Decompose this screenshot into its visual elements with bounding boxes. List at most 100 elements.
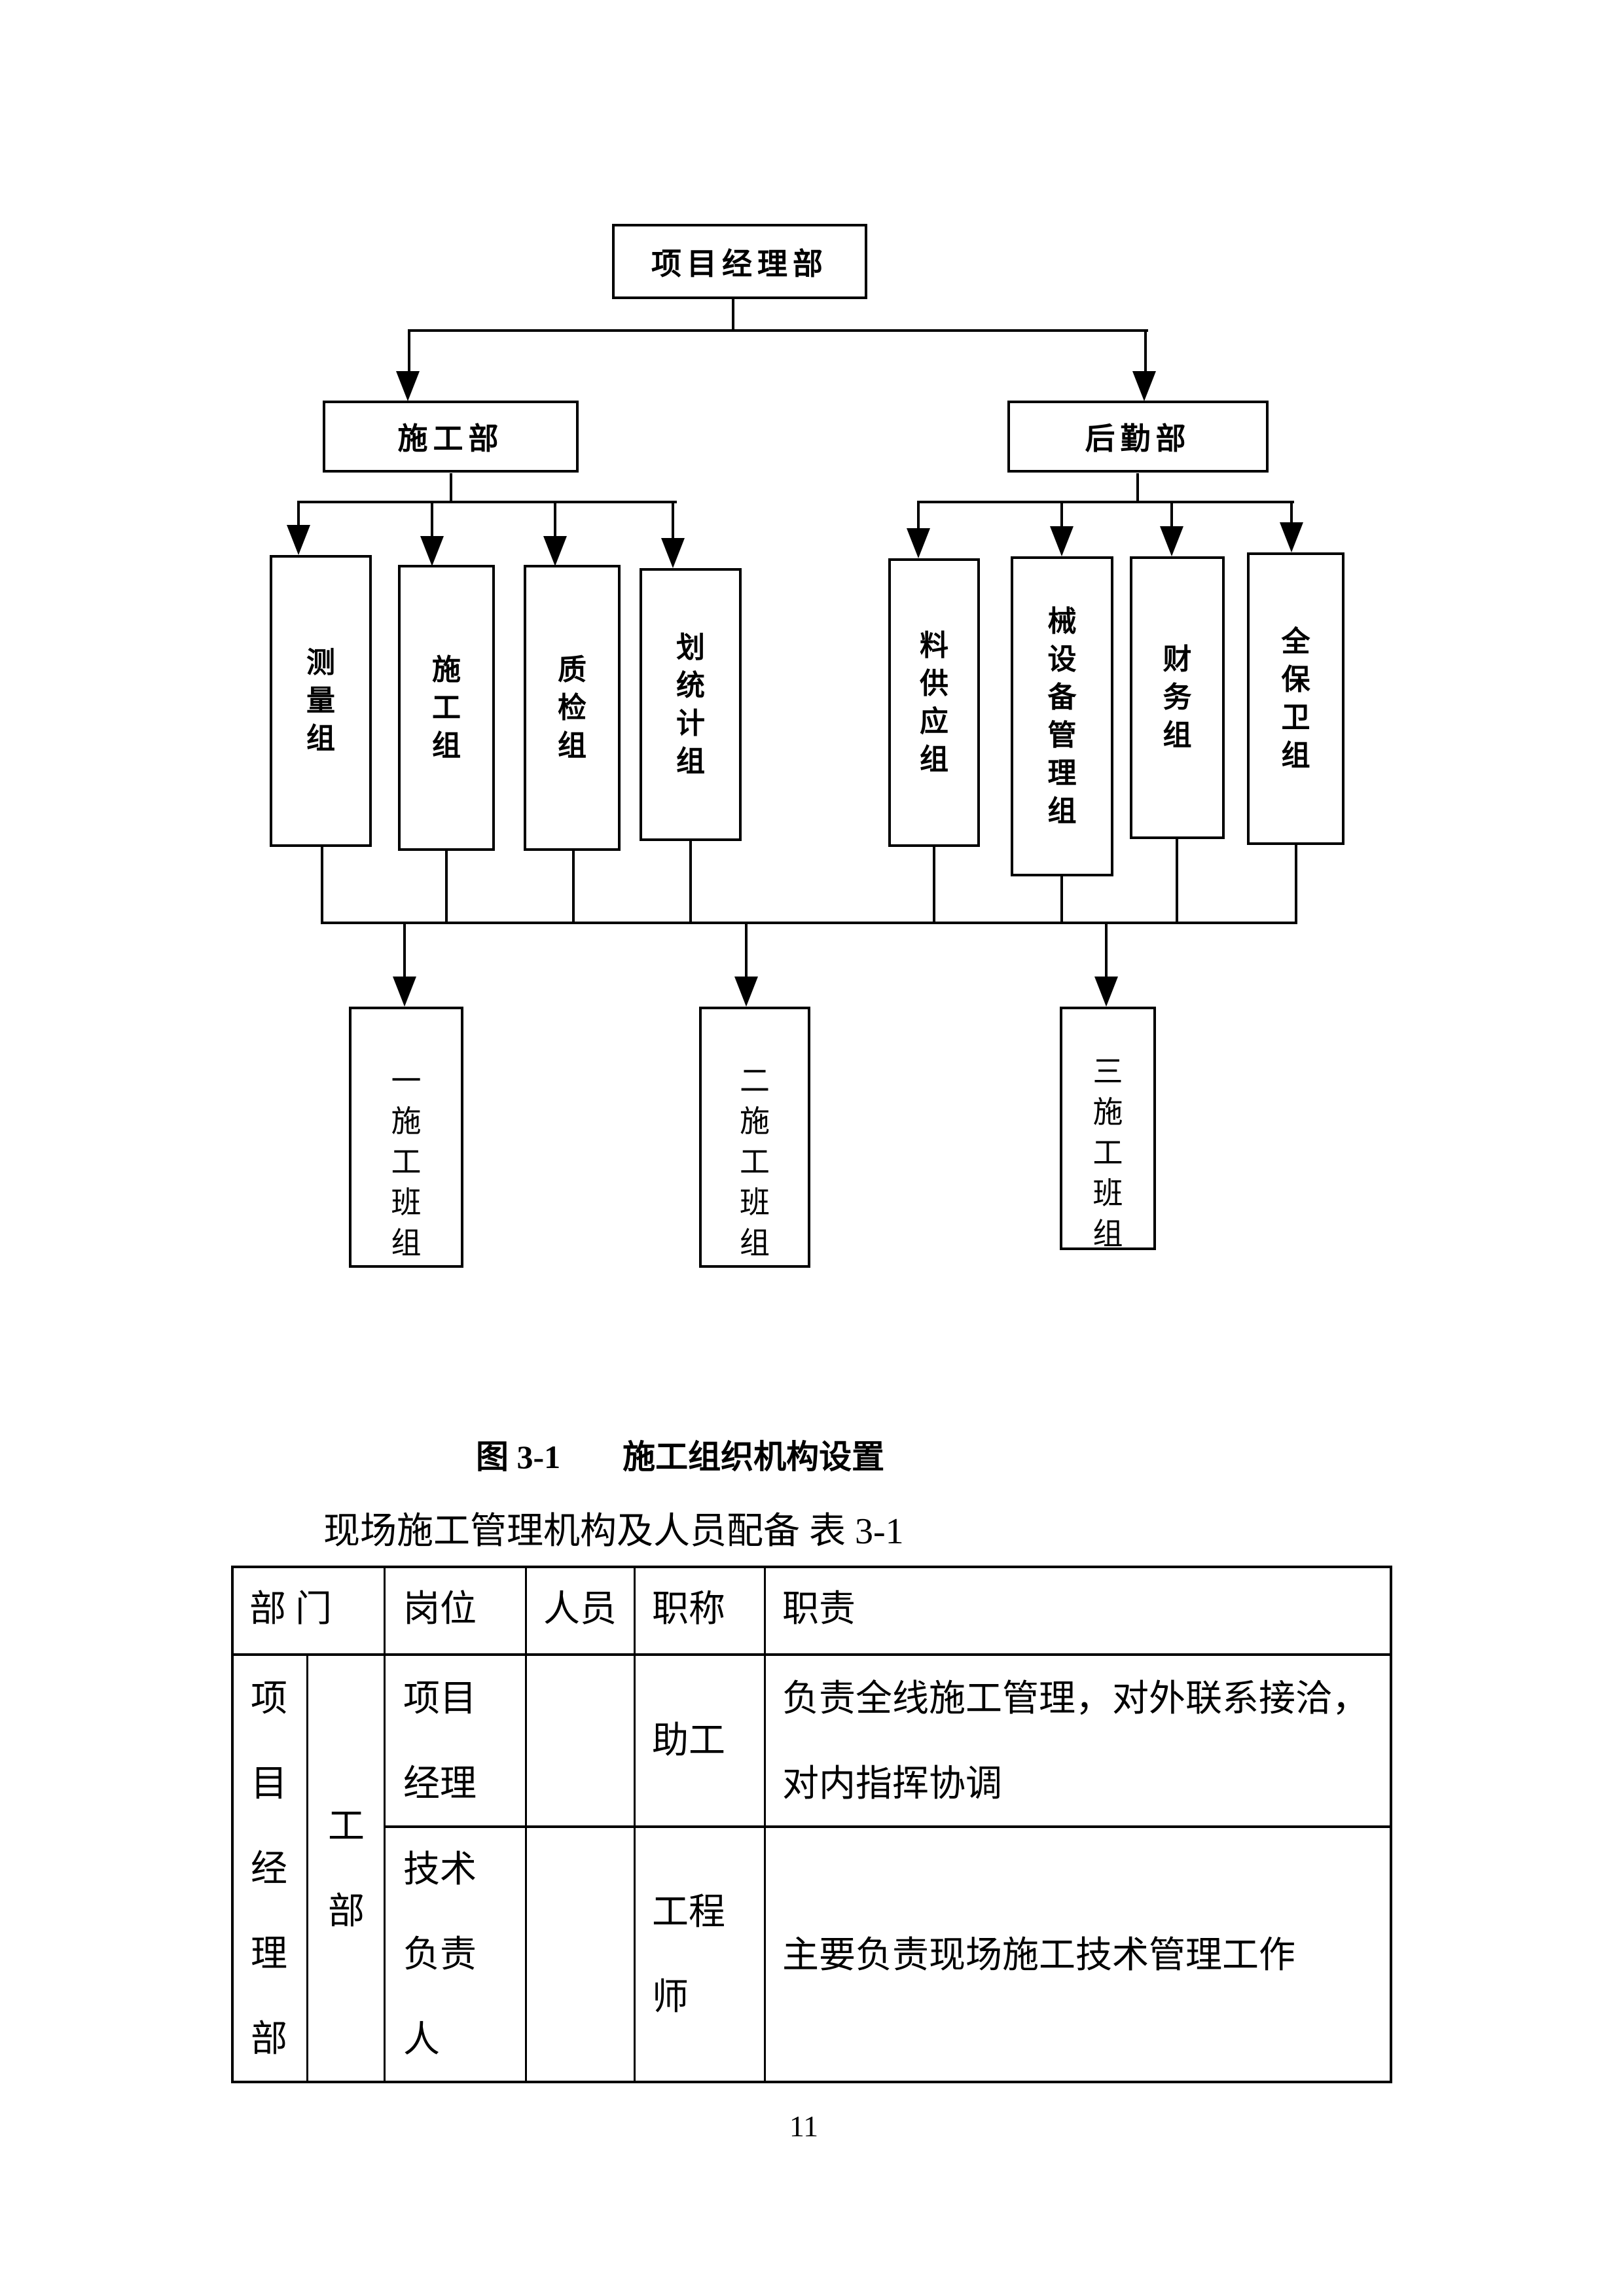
arrow-down-icon: [1094, 977, 1118, 1007]
node-label: 质检组: [558, 653, 586, 762]
connector-line: [917, 503, 920, 531]
connector-line: [572, 848, 575, 924]
connector-line: [1290, 503, 1293, 525]
connector-line: [297, 503, 300, 526]
table-grid-line: [764, 1566, 766, 2083]
connector-line: [933, 844, 935, 924]
header-department: 部 门: [249, 1589, 332, 1630]
connector-line: [450, 473, 452, 502]
node-security-group: 全保卫组: [1247, 552, 1344, 845]
node-quality-inspection-group: 质检组: [524, 565, 621, 851]
node-label: 料供应组: [920, 629, 948, 776]
node-finance-group: 财务组: [1130, 556, 1225, 839]
arrow-down-icon: [661, 538, 685, 568]
node-label: 后勤部: [1085, 422, 1191, 456]
arrow-down-icon: [1280, 522, 1303, 552]
cell-line: 人: [403, 2020, 440, 2060]
node-project-manager-dept: 项目经理部: [612, 224, 867, 299]
node-label: 施工组: [432, 653, 461, 762]
connector-line: [672, 503, 674, 539]
node-logistics-dept: 后勤部: [1007, 401, 1269, 473]
cell-line: 技术: [403, 1850, 477, 1890]
intro-text: 现场施工管理机构及人员配备 表 3-1: [323, 1511, 904, 1552]
node-label: 一施工班组: [391, 1064, 422, 1260]
arrow-down-icon: [543, 536, 567, 566]
table-border: [231, 1566, 1392, 2083]
node-planning-statistics-group: 划统计组: [640, 568, 742, 841]
node-label: 财务组: [1163, 643, 1192, 751]
arrow-down-icon: [1050, 526, 1074, 556]
connector-line: [1170, 503, 1173, 529]
table-grid-line: [634, 1566, 636, 2083]
node-crew-2: 二施工班组: [699, 1007, 810, 1268]
node-label: 施工部: [397, 422, 504, 456]
connector-line: [554, 503, 556, 537]
connector-line: [403, 924, 406, 978]
cell-line: 工程: [652, 1892, 725, 1933]
connector-line: [321, 922, 1297, 924]
connector-line: [1176, 836, 1178, 924]
connector-line: [431, 503, 433, 537]
cell-department-sub: 工部: [328, 1806, 365, 1932]
node-crew-1: 一施工班组: [349, 1007, 463, 1268]
page-number: 11: [789, 2109, 819, 2143]
cell-duty-row2: 主要负责现场施工技术管理工作: [782, 1935, 1295, 1976]
connector-line: [408, 332, 410, 372]
cell-title-row1: 助工: [652, 1721, 725, 1761]
cell-title-row2: 工程 师: [652, 1870, 725, 2040]
cell-line: 负责: [403, 1935, 477, 1975]
table-grid-line: [231, 1653, 1392, 1656]
cell-post-row2: 技术 负责 人: [403, 1827, 477, 2083]
arrow-down-icon: [287, 525, 310, 555]
header-personnel: 人员: [543, 1589, 617, 1630]
connector-line: [1144, 332, 1147, 372]
cell-line: 项目: [403, 1679, 477, 1719]
cell-line: 对内指挥协调: [782, 1764, 1002, 1804]
cell-line: 师: [652, 1977, 689, 2018]
connector-line: [408, 329, 1148, 332]
node-crew-3: 三施工班组: [1060, 1007, 1156, 1251]
arrow-down-icon: [734, 977, 758, 1007]
node-label: 械设备管理组: [1047, 605, 1077, 827]
connector-line: [1295, 842, 1297, 924]
connector-line: [745, 924, 748, 978]
header-post: 岗位: [403, 1589, 477, 1630]
arrow-down-icon: [907, 528, 930, 558]
arrow-down-icon: [1160, 526, 1183, 556]
connector-line: [732, 299, 734, 331]
table-grid-line: [384, 1566, 386, 2083]
connector-line: [445, 848, 448, 924]
node-label: 三施工班组: [1092, 1055, 1123, 1251]
connector-line: [1060, 503, 1063, 529]
arrow-down-icon: [1132, 371, 1156, 401]
arrow-down-icon: [393, 977, 416, 1007]
node-equipment-management-group: 械设备管理组: [1011, 556, 1113, 876]
figure-caption-title: 施工组织机构设置: [623, 1439, 885, 1475]
cell-line: 经理: [403, 1764, 477, 1804]
connector-line: [321, 844, 323, 924]
node-material-supply-group: 料供应组: [888, 558, 980, 847]
node-survey-group: 测量组: [270, 555, 372, 847]
node-construction-dept: 施工部: [323, 401, 579, 473]
node-label: 划统计组: [676, 631, 705, 778]
arrow-down-icon: [420, 536, 444, 566]
node-construction-group: 施工组: [398, 565, 495, 851]
figure-caption-number: 图 3-1: [476, 1439, 561, 1475]
node-label: 项目经理部: [651, 246, 828, 281]
header-duty: 职责: [782, 1589, 856, 1630]
node-label: 全保卫组: [1281, 625, 1310, 772]
cell-department-group: 项目经理部: [251, 1679, 287, 2060]
connector-line: [297, 501, 677, 503]
connector-line: [1136, 473, 1139, 502]
connector-line: [1060, 874, 1063, 924]
connector-line: [689, 838, 692, 924]
node-label: 测量组: [306, 647, 335, 755]
connector-line: [917, 501, 1294, 503]
table-grid-line: [384, 1825, 1392, 1828]
figure-caption: 图 3-1 施工组织机构设置: [476, 1431, 884, 1478]
table-grid-line: [525, 1566, 527, 2083]
table-grid-line: [306, 1655, 308, 2083]
cell-duty-row1: 负责全线施工管理，对外联系接洽， 对内指挥协调: [782, 1657, 1369, 1827]
connector-line: [1105, 924, 1108, 978]
